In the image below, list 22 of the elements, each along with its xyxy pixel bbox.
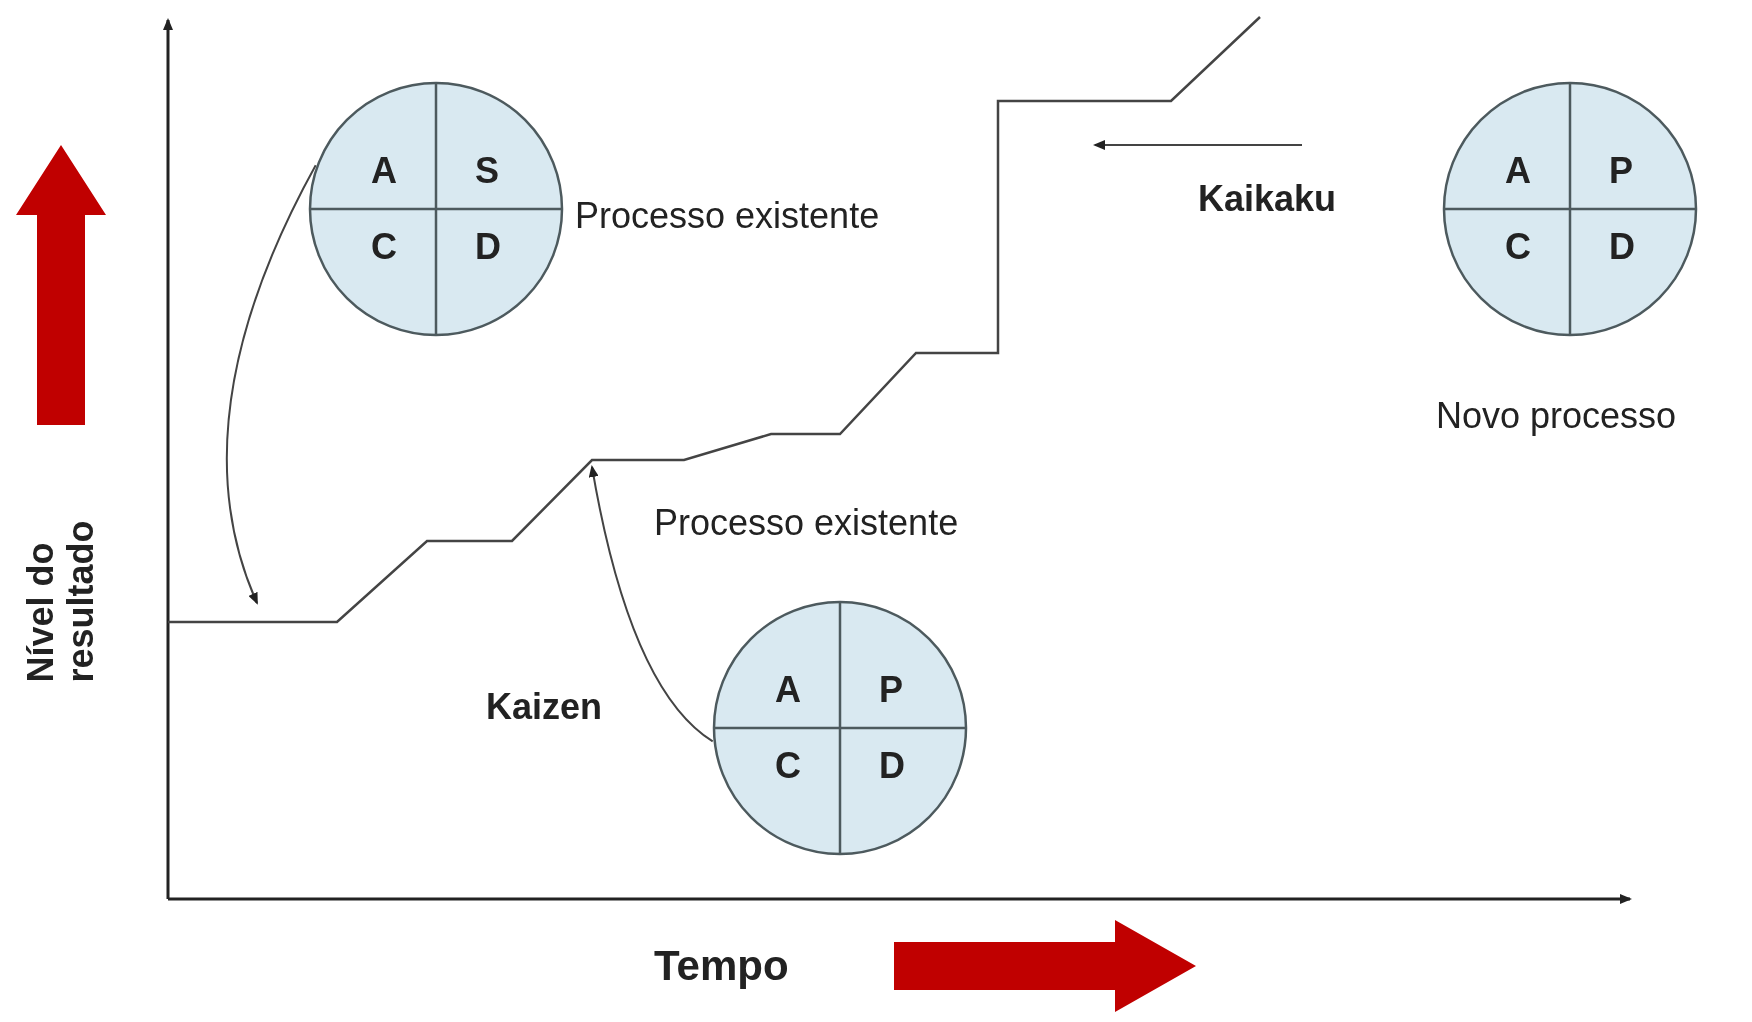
quadrant-letter: D xyxy=(879,745,905,787)
axis-title: Nível do resultado xyxy=(21,519,101,683)
quadrant-letter: P xyxy=(1609,150,1633,192)
process-caption: Novo processo xyxy=(1436,395,1677,437)
quadrant-letter: C xyxy=(775,745,801,787)
quadrant-letter: P xyxy=(879,669,903,711)
quadrant-letter: C xyxy=(371,226,397,268)
process-caption: Processo existente xyxy=(575,195,880,237)
quadrant-letter: C xyxy=(1505,226,1531,268)
edge-label: Kaizen xyxy=(486,686,603,728)
edge-label: Kaikaku xyxy=(1198,178,1337,220)
axis-title: Tempo xyxy=(654,942,789,990)
quadrant-letter: D xyxy=(475,226,501,268)
quadrant-letter: A xyxy=(1505,150,1531,192)
arrow xyxy=(1093,140,1303,150)
quadrant-letter: S xyxy=(475,150,499,192)
step-caption: Processo existente xyxy=(654,502,959,544)
quadrant-letter: A xyxy=(371,150,397,192)
quadrant-letter: D xyxy=(1609,226,1635,268)
quadrant-letter: A xyxy=(775,669,801,711)
arrow xyxy=(588,465,714,743)
arrow xyxy=(226,164,317,605)
